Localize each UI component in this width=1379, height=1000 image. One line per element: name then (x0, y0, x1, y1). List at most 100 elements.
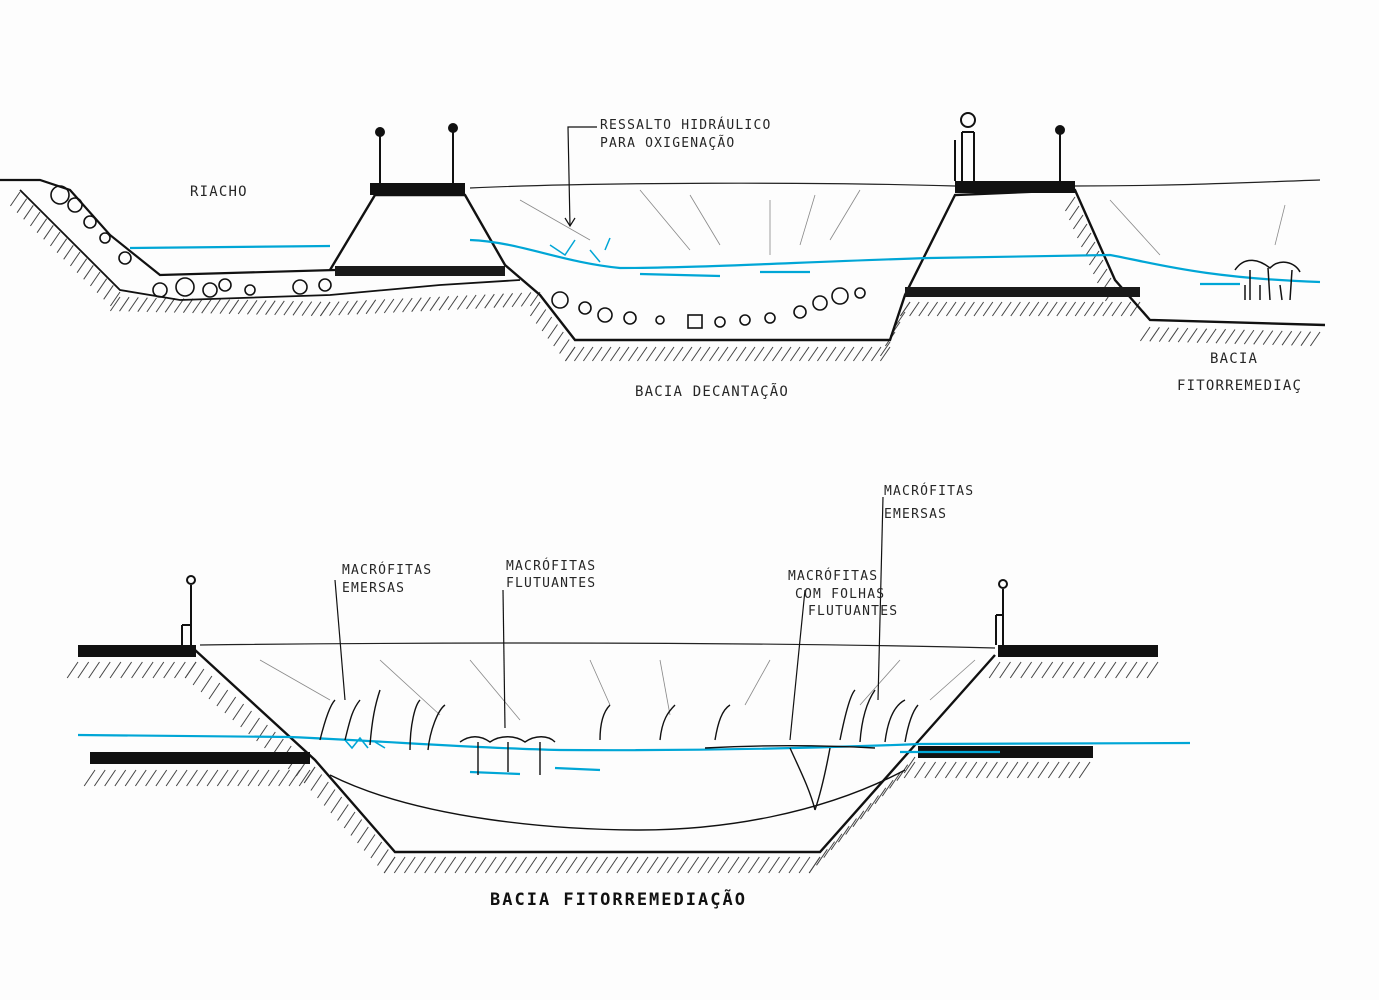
hatch-stroke (1047, 301, 1058, 317)
hatch-stroke (861, 346, 873, 362)
hatch-stroke (1187, 328, 1198, 343)
hatch-stroke (323, 789, 336, 806)
hatch-stroke (88, 661, 100, 679)
hatch-stroke (852, 346, 864, 362)
stone (99, 232, 111, 244)
hatch-stroke (1062, 661, 1075, 679)
stones-top (50, 185, 866, 329)
hatch-stroke (768, 856, 780, 874)
hatch-stroke (1073, 661, 1085, 679)
water-top (129, 237, 1321, 286)
hatch-stroke (1027, 761, 1039, 779)
hatch-stroke (403, 856, 416, 874)
hatch-stroke (227, 769, 239, 787)
hatch-stroke (1111, 301, 1123, 317)
hatch-stroke (1074, 301, 1086, 317)
hatch-stroke (1139, 326, 1151, 342)
hatch-stroke (626, 856, 639, 874)
hatch-stroke (762, 346, 774, 362)
hatch-stroke (383, 856, 396, 874)
hatch-stroke (780, 346, 792, 362)
hatch-stroke (609, 346, 621, 362)
hatch-stroke (356, 300, 367, 315)
hatch-stroke (420, 296, 431, 312)
hatch-stroke (564, 346, 576, 362)
hatch-stroke (484, 293, 495, 309)
riacho-bank (0, 178, 336, 277)
hatch-stroke (350, 819, 363, 836)
hatch-stroke (1016, 761, 1029, 779)
hatch-stroke (934, 761, 947, 779)
macrofitas-flutuantes-line1: MACRÓFITAS (506, 559, 597, 574)
hatch-stroke (119, 296, 130, 312)
hatch-stroke (1047, 761, 1060, 779)
hatch-stroke (493, 293, 504, 308)
leader-emersas-left (334, 579, 346, 701)
hatch-stroke (1058, 761, 1070, 779)
hatch-stroke (834, 346, 846, 362)
hatch-stroke (1037, 761, 1050, 779)
hatch-stroke (1096, 268, 1108, 284)
hatch-stroke (98, 661, 111, 679)
macrofitas-emersas-left-line2: EMERSAS (342, 581, 406, 596)
stone (50, 185, 70, 205)
hatch-stroke (982, 301, 994, 317)
hatch-stroke (131, 661, 143, 679)
hatch-stroke (1177, 327, 1189, 343)
hatch-stroke (690, 346, 702, 362)
hatch-stroke (1001, 301, 1012, 317)
hatch-stroke (789, 346, 801, 362)
hatch-stroke (1009, 661, 1022, 679)
hatch-stroke (474, 856, 487, 874)
hatch-stroke (444, 856, 457, 874)
dike-cap-right (955, 181, 1075, 193)
hatch-stroke (466, 294, 477, 310)
lamp-posts-bottom (181, 575, 1008, 645)
riacho-bed (19, 189, 521, 301)
hatch-stroke (1120, 301, 1132, 317)
hatch-stroke (278, 769, 290, 787)
hatch-stroke (365, 299, 377, 315)
hatch-stroke (434, 856, 447, 874)
hatch-stroke (991, 301, 1003, 317)
basin-inner-line (329, 769, 906, 831)
stone-block (687, 314, 703, 329)
hatch-stroke (1041, 661, 1054, 679)
stone (714, 316, 726, 328)
hatch-stroke (1056, 301, 1067, 317)
hatch-stroke (541, 316, 553, 332)
hatch-stroke (788, 856, 801, 874)
hatch-stroke (1076, 223, 1088, 239)
hatch-stroke (228, 299, 240, 315)
hatch-stroke (173, 298, 185, 313)
hatch-stroke (146, 297, 157, 313)
hatch-stroke (808, 856, 821, 874)
hatch-stroke (1065, 301, 1077, 317)
hatch-stroke (636, 346, 648, 362)
hatch-stroke (955, 761, 967, 779)
hatch-stroke (859, 802, 872, 820)
stone (83, 215, 97, 229)
hatch-stroke (43, 225, 54, 240)
hatch-stroke (889, 772, 901, 789)
hatch-stroke (319, 301, 331, 317)
ground-hatching-top (9, 191, 1321, 362)
hatch-stroke (109, 296, 121, 312)
leader-emersas-right (877, 496, 884, 701)
hatch-stroke (717, 346, 729, 362)
hatch-stroke (109, 661, 122, 679)
hatch-stroke (899, 301, 911, 317)
hatch-stroke (944, 761, 957, 779)
horizon-top (469, 179, 1321, 189)
stone (812, 295, 828, 311)
hatch-stroke (283, 300, 294, 316)
hatch-stroke (646, 856, 659, 874)
lamp-posts-top (375, 123, 1065, 183)
hatch-stroke (83, 265, 94, 280)
hatch-stroke (553, 331, 564, 347)
hatch-stroke (903, 761, 916, 779)
hatch-stroke (454, 856, 467, 874)
hatch-stroke (246, 300, 258, 315)
hatch-stroke (103, 285, 114, 300)
